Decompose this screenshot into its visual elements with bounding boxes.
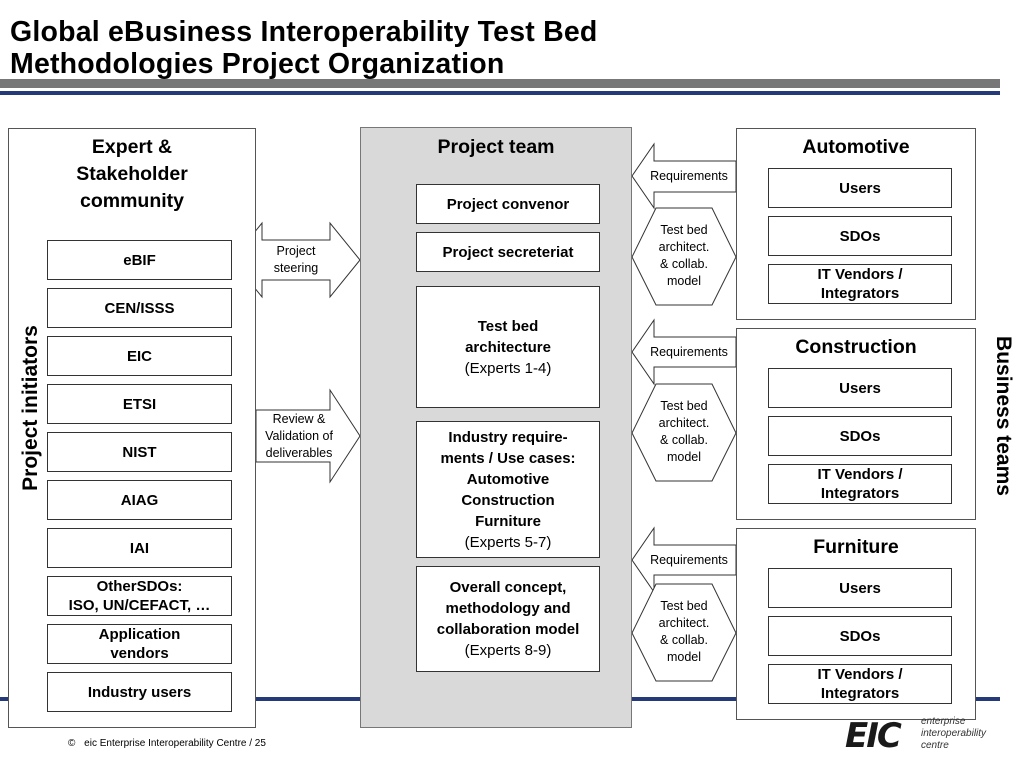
furniture-vendors-line-2: Integrators [820, 685, 900, 702]
testbed-furn-line-4: model [666, 650, 702, 664]
footer: © eic Enterprise Interoperability Centre… [68, 738, 266, 749]
testbed-furn-line-3: & collab. [660, 633, 708, 647]
industry-experts: (Experts 5-7) [464, 533, 552, 551]
eic-logo: EIC enterprise interoperability centre [845, 716, 1015, 758]
industry-line-3: Automotive [466, 470, 550, 488]
initiator-ebif: eBIF [47, 240, 232, 280]
other-sdos-line-2: ISO, UN/CEFACT, … [68, 597, 211, 614]
initiator-aiag: AIAG [47, 480, 232, 520]
furniture-users: Users [768, 568, 952, 608]
project-initiators-label: Project initiators [19, 325, 42, 491]
automotive-vendors-line-1: IT Vendors / [817, 266, 903, 283]
logo-line-1: enterprise [921, 716, 966, 727]
copyright-symbol: © [68, 738, 76, 749]
overall-concept-box: Overall concept, methodology and collabo… [416, 566, 600, 672]
stakeholder-heading: Expert & Stakeholder community [30, 134, 234, 215]
testbed-cons-line-2: architect. [658, 416, 710, 430]
team-heading-construction: Construction [795, 336, 917, 358]
initiator-eic: EIC [47, 336, 232, 376]
arch-line-2: architecture [465, 338, 551, 356]
testbed-auto-line-4: model [666, 274, 702, 288]
industry-line-5: Furniture [475, 512, 541, 530]
furniture-it-vendors: IT Vendors / Integrators [768, 664, 952, 704]
stakeholder-heading-line-3: community [79, 190, 184, 212]
steering-label: Project steering [262, 243, 330, 277]
overall-line-3: collaboration model [436, 621, 580, 638]
other-sdos-line-1: OtherSDOs: [96, 578, 183, 595]
initiator-other-sdos: OtherSDOs: ISO, UN/CEFACT, … [47, 576, 232, 616]
construction-vendors-line-2: Integrators [820, 485, 900, 502]
footer-text: eic Enterprise Interoperability Centre /… [84, 738, 266, 749]
furniture-sdos: SDOs [768, 616, 952, 656]
automotive-vendors-line-2: Integrators [820, 285, 900, 302]
review-label-line-3: deliverables [265, 446, 333, 460]
header-blue-rule [0, 91, 1000, 95]
arch-line-1: Test bed [477, 317, 539, 335]
initiator-iai: IAI [47, 528, 232, 568]
review-label-line-2: Validation of [265, 429, 333, 443]
review-label-line-1: Review & [272, 412, 326, 426]
logo-mark: EIC [845, 716, 902, 756]
overall-line-2: methodology and [445, 600, 571, 617]
title-line-2: Methodologies Project Organization [10, 48, 505, 80]
project-team-heading: Project team [437, 136, 555, 158]
automotive-users: Users [768, 168, 952, 208]
app-vendors-line-2: vendors [110, 645, 169, 662]
testbed-auto-line-1: Test bed [660, 223, 708, 237]
arch-experts: (Experts 1-4) [464, 359, 552, 377]
logo-line-3: centre [921, 740, 949, 751]
testbed-label-construction: Test bed architect. & collab. model [646, 398, 722, 466]
automotive-sdos: SDOs [768, 216, 952, 256]
testbed-label-automotive: Test bed architect. & collab. model [646, 222, 722, 290]
testbed-architecture-box: Test bed architecture (Experts 1-4) [416, 286, 600, 408]
testbed-auto-line-2: architect. [658, 240, 710, 254]
industry-line-2: ments / Use cases: [440, 449, 576, 467]
page-title: Global eBusiness Interoperability Test B… [10, 16, 598, 80]
initiator-nist: NIST [47, 432, 232, 472]
logo-text: enterprise interoperability centre [921, 716, 986, 752]
furniture-vendors-line-1: IT Vendors / [817, 666, 903, 683]
app-vendors-line-1: Application [98, 626, 181, 643]
overall-line-1: Overall concept, [449, 579, 567, 596]
logo-line-2: interoperability [921, 728, 987, 739]
requirements-label-automotive: Requirements [650, 169, 728, 183]
industry-requirements-box: Industry require- ments / Use cases: Aut… [416, 421, 600, 558]
requirements-label-construction: Requirements [650, 345, 728, 359]
construction-users: Users [768, 368, 952, 408]
initiator-application-vendors: Application vendors [47, 624, 232, 664]
construction-it-vendors: IT Vendors / Integrators [768, 464, 952, 504]
team-heading-furniture: Furniture [813, 536, 899, 558]
testbed-cons-line-4: model [666, 450, 702, 464]
stakeholder-heading-line-2: Stakeholder [76, 163, 188, 185]
industry-line-1: Industry require- [448, 428, 568, 446]
stakeholder-heading-line-1: Expert & [91, 136, 173, 158]
review-label: Review & Validation of deliverables [256, 411, 342, 462]
requirements-label-furniture: Requirements [650, 553, 728, 567]
team-heading-automotive: Automotive [802, 136, 910, 158]
project-convenor: Project convenor [416, 184, 600, 224]
steering-label-line-2: steering [273, 261, 319, 275]
testbed-auto-line-3: & collab. [660, 257, 708, 271]
initiator-industry-users: Industry users [47, 672, 232, 712]
testbed-furn-line-1: Test bed [660, 599, 708, 613]
construction-vendors-line-1: IT Vendors / [817, 466, 903, 483]
overall-experts: (Experts 8-9) [464, 642, 552, 659]
header-gray-rule [0, 79, 1000, 88]
initiator-cen-isss: CEN/ISSS [47, 288, 232, 328]
steering-label-line-1: Project [276, 244, 316, 258]
testbed-label-furniture: Test bed architect. & collab. model [646, 598, 722, 666]
automotive-it-vendors: IT Vendors / Integrators [768, 264, 952, 304]
review-arrow [255, 388, 361, 484]
project-secretariat: Project secreteriat [416, 232, 600, 272]
testbed-cons-line-1: Test bed [660, 399, 708, 413]
initiator-etsi: ETSI [47, 384, 232, 424]
testbed-furn-line-2: architect. [658, 616, 710, 630]
business-teams-label: Business teams [992, 336, 1015, 496]
title-line-1: Global eBusiness Interoperability Test B… [10, 16, 598, 48]
industry-line-4: Construction [461, 491, 555, 509]
construction-sdos: SDOs [768, 416, 952, 456]
testbed-cons-line-3: & collab. [660, 433, 708, 447]
